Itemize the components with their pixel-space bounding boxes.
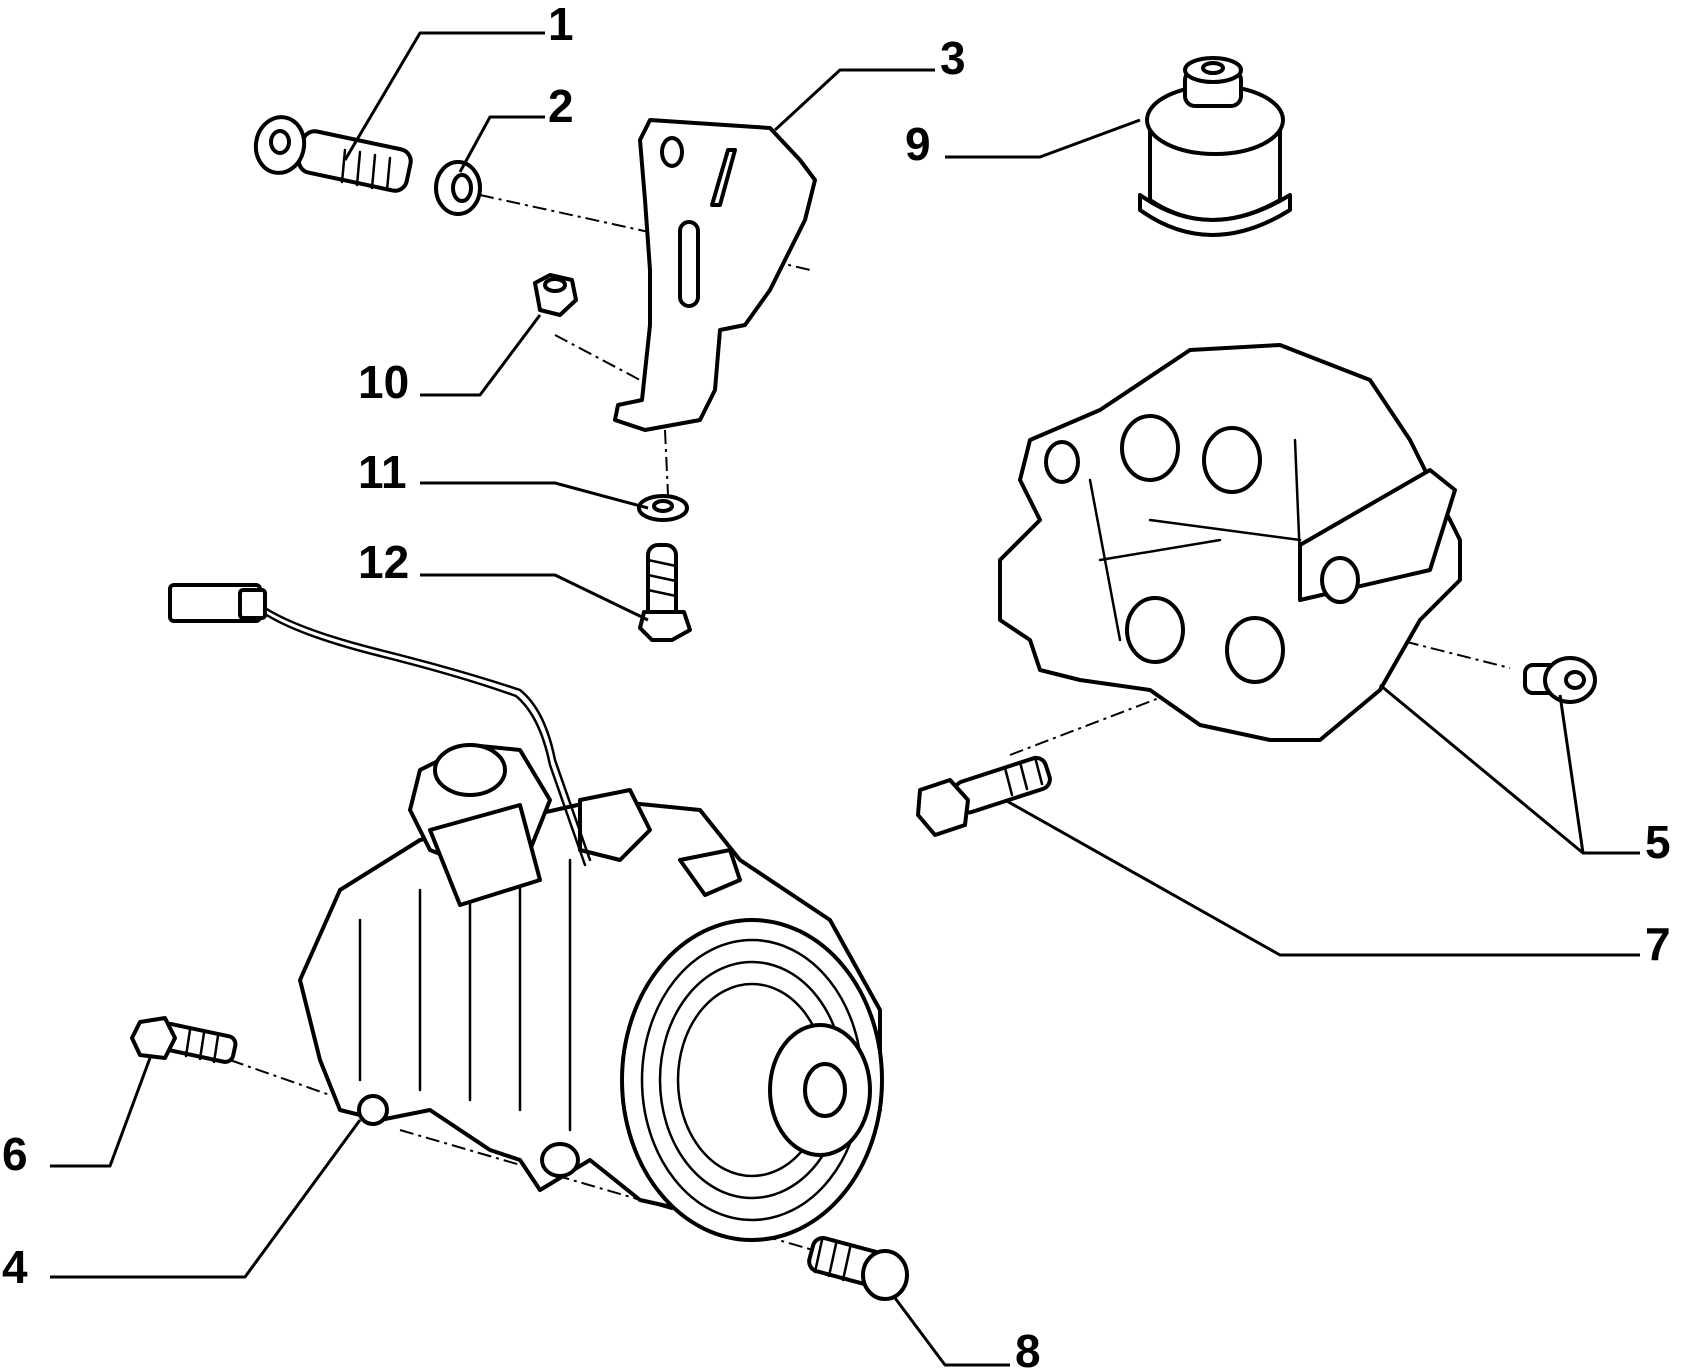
part-11-washer bbox=[637, 494, 689, 522]
callout-6: 6 bbox=[2, 1128, 28, 1180]
part-2-washer bbox=[434, 160, 482, 216]
part-7-bolt bbox=[916, 755, 1052, 837]
part-6-bolt bbox=[130, 1016, 238, 1064]
leader-lines bbox=[50, 31, 1640, 1367]
callout-1: 1 bbox=[548, 0, 574, 50]
part-8-bolt bbox=[807, 1235, 909, 1301]
part-9-bushing bbox=[1138, 56, 1292, 237]
callout-9: 9 bbox=[905, 118, 931, 170]
callout-4: 4 bbox=[2, 1241, 28, 1293]
callout-3: 3 bbox=[940, 32, 966, 84]
part-4-compressor bbox=[298, 743, 884, 1242]
callout-7: 7 bbox=[1645, 918, 1671, 970]
engine-mount-bracket bbox=[998, 343, 1462, 742]
callout-11: 11 bbox=[358, 446, 407, 498]
callout-10: 10 bbox=[358, 356, 409, 408]
callout-2: 2 bbox=[548, 80, 574, 132]
callout-5: 5 bbox=[1645, 816, 1671, 868]
part-5-bolt bbox=[1523, 656, 1597, 704]
callout-8: 8 bbox=[1015, 1325, 1041, 1369]
part-12-bolt bbox=[638, 543, 692, 642]
part-3-bracket bbox=[613, 118, 817, 432]
callout-12: 12 bbox=[358, 536, 409, 588]
part-10-nut bbox=[533, 273, 578, 317]
compressor-wire-connector bbox=[168, 583, 592, 867]
part-1-banjo-bolt bbox=[253, 115, 413, 193]
